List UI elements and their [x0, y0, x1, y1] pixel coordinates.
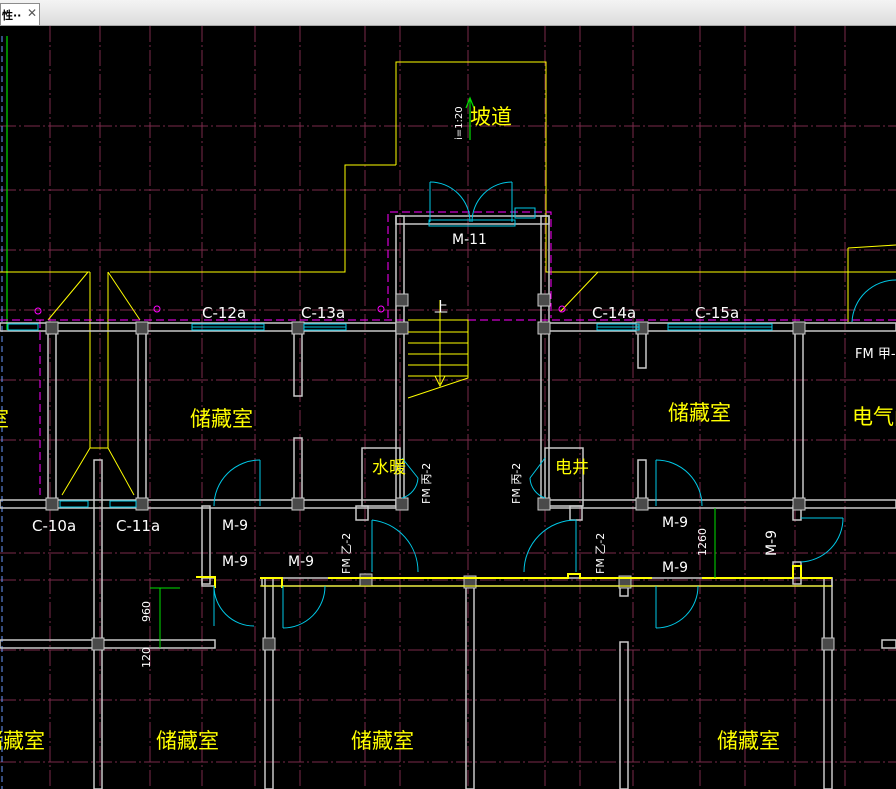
dimension-label: 1260 — [696, 528, 709, 556]
slope-arrow-head — [465, 96, 475, 109]
door-label: FM 甲- — [855, 347, 896, 362]
room-label: 室 — [0, 407, 9, 431]
dimension-label: 960 — [140, 601, 153, 622]
water-shaft-label: 水暖 — [372, 458, 406, 478]
electric-shaft-label: 电井 — [555, 458, 589, 478]
room-label: 储藏室 — [156, 729, 219, 753]
walls — [0, 215, 896, 789]
drawing-tab[interactable]: 性·· ✕ — [0, 3, 40, 25]
door-label: M-9 — [222, 518, 248, 534]
room-label: 储藏室 — [190, 407, 253, 431]
close-icon[interactable]: ✕ — [27, 6, 38, 20]
shaft-labels: 水暖 电井 上 — [372, 300, 589, 478]
drawing-tab-label: 性·· — [2, 9, 22, 22]
dimension-labels: 960 120 1260 — [140, 528, 709, 668]
room-labels: 储藏室 储藏室 电气间 室 储藏室 储藏室 储藏室 储藏室 坡道 i=1:20 — [0, 105, 896, 753]
floor-plan: 储藏室 储藏室 电气间 室 储藏室 储藏室 储藏室 储藏室 坡道 i=1:20 … — [0, 26, 896, 789]
room-label: 电气间 — [852, 405, 896, 429]
room-label: 储藏室 — [0, 729, 45, 753]
door-label: FM 乙-2 — [594, 533, 607, 574]
door-label: M-11 — [452, 232, 487, 248]
dimension-label: 120 — [140, 647, 153, 668]
window-label: C-15a — [695, 304, 739, 322]
door-label: M-9 — [222, 554, 248, 570]
door-label: M-9 — [288, 554, 314, 570]
room-label: 储藏室 — [717, 729, 780, 753]
door-label: FM 乙-2 — [340, 533, 353, 574]
slope-label: i=1:20 — [454, 106, 465, 140]
window-label: C-10a — [32, 517, 76, 535]
stair — [407, 300, 469, 399]
dimension-lines — [150, 508, 716, 648]
door-label: FM 丙-2 — [420, 463, 433, 504]
door-labels: M-11 M-9 M-9 M-9 M-9 M-9 M-9 FM 丙-2 FM 丙… — [222, 232, 896, 576]
ramp-outline — [0, 61, 896, 496]
drawing-canvas[interactable]: 储藏室 储藏室 电气间 室 储藏室 储藏室 储藏室 储藏室 坡道 i=1:20 … — [0, 26, 896, 789]
windows — [7, 207, 773, 508]
window-label: C-11a — [116, 517, 160, 535]
door-label: M-9 — [662, 560, 688, 576]
columns — [45, 293, 835, 651]
window-labels: C-12a C-13a C-14a C-15a C-10a C-11a — [32, 304, 739, 535]
axis-grid — [0, 26, 896, 789]
stair-up-label: 上 — [434, 300, 448, 316]
door-label: M-9 — [764, 530, 780, 556]
window-label: C-12a — [202, 304, 246, 322]
window-label: C-13a — [301, 304, 345, 322]
window-label: C-14a — [592, 304, 636, 322]
door-label: FM 丙-2 — [510, 463, 523, 504]
column-markers — [34, 305, 566, 315]
room-label: 储藏室 — [668, 401, 731, 425]
ramp-label: 坡道 — [470, 105, 512, 129]
corridor-outline — [196, 565, 832, 588]
room-label: 储藏室 — [351, 729, 414, 753]
door-label: M-9 — [662, 515, 688, 531]
document-tab-bar: 性·· ✕ — [0, 0, 896, 26]
doors — [213, 181, 896, 629]
